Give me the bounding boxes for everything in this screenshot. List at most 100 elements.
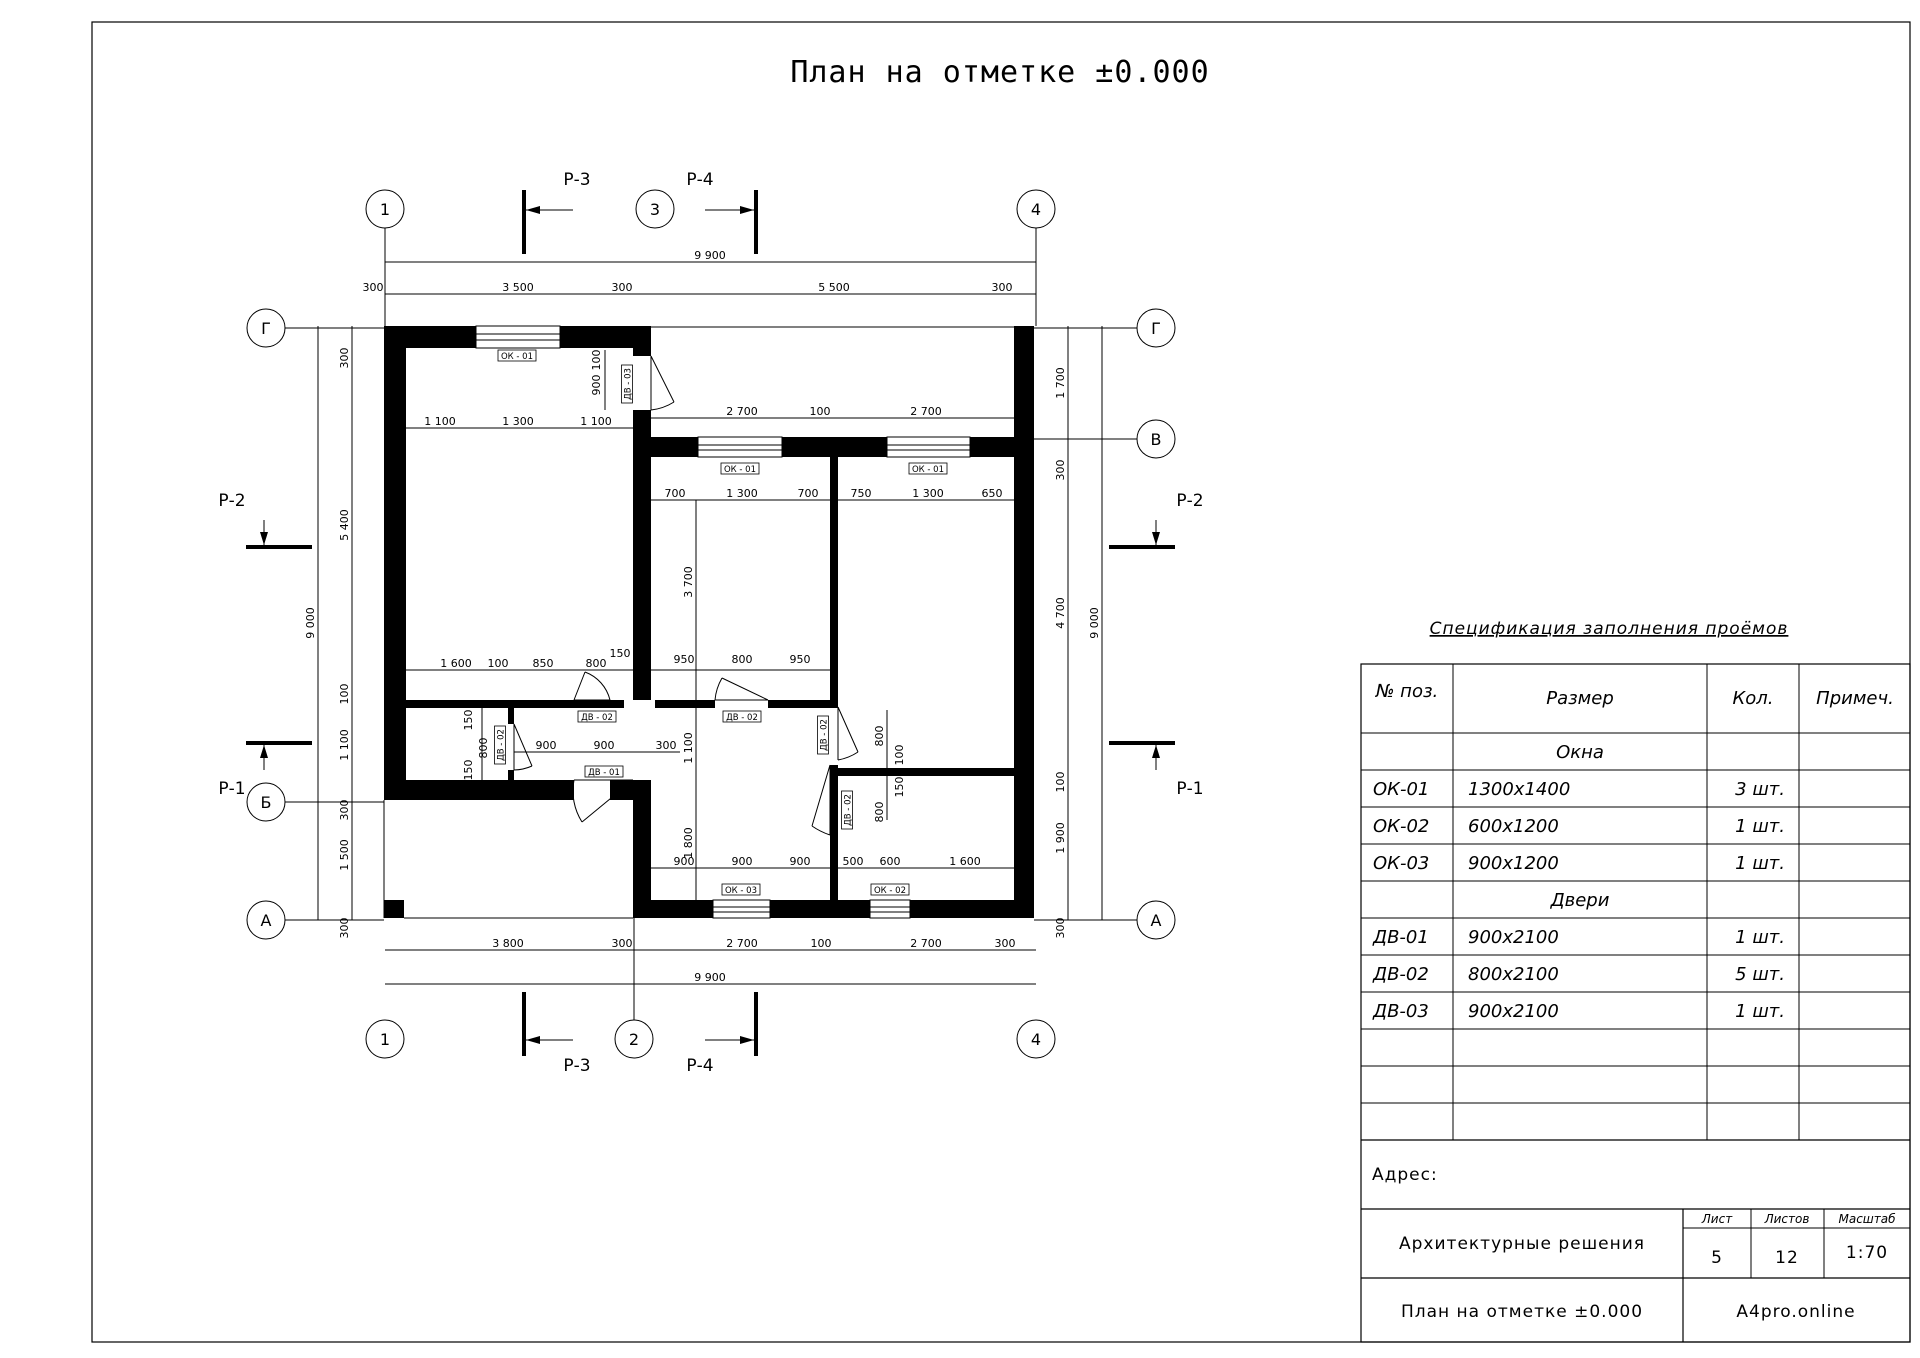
dim-label: 1 300: [912, 487, 944, 500]
axis-label: 1: [380, 200, 390, 219]
tag-dv02: ДВ - 02: [497, 729, 507, 761]
spec-qty: 1 шт.: [1735, 1001, 1785, 1022]
dim-label: 300: [338, 348, 351, 369]
tag-ok02: ОК - 02: [874, 886, 906, 896]
dim-label: 1 500: [338, 839, 351, 871]
dim-label: 1 100: [580, 415, 612, 428]
spec-size: 900х2100: [1468, 1001, 1559, 1022]
tag-ok01: ОК - 01: [724, 465, 756, 475]
spec-size: 800х2100: [1468, 964, 1559, 985]
section-label-p1: Р-1: [218, 779, 245, 799]
outline-lines: [383, 326, 1014, 919]
spec-group-windows: Окна: [1556, 742, 1604, 763]
spec-pos: ДВ-01: [1372, 927, 1429, 948]
door-swing: [572, 779, 634, 823]
dim-label: 600: [880, 855, 901, 868]
dim-label: 9 000: [304, 607, 317, 639]
dim-label: 900: [790, 855, 811, 868]
section-label-p4: Р-4: [686, 1056, 713, 1076]
spec-size: 900х1200: [1468, 853, 1559, 874]
dim-label: 900: [590, 375, 603, 396]
partition: [508, 770, 514, 784]
dim-label: 1 700: [1054, 367, 1067, 399]
tag-dv03: ДВ - 03: [624, 368, 634, 400]
axis-markers: 1 3 4 1 2 4 Г Б А Г В А: [246, 189, 1176, 1059]
tag-ok03: ОК - 03: [725, 886, 757, 896]
dim-label: 100: [488, 657, 509, 670]
dim-label: 800: [732, 653, 753, 666]
dim-label: 700: [798, 487, 819, 500]
axis-circle: [635, 189, 675, 229]
dim-label: 900: [732, 855, 753, 868]
wall: [910, 900, 1034, 918]
wall: [384, 326, 476, 348]
dim-label: 850: [533, 657, 554, 670]
partition: [406, 700, 624, 708]
dim-label: 100: [810, 405, 831, 418]
window-ok01: [886, 436, 971, 458]
opening-tags: ОК - 01 ОК - 01 ОК - 01 ОК - 03 ОК - 02 …: [494, 349, 948, 896]
spec-size: 900х2100: [1468, 927, 1559, 948]
window-ok01: [475, 325, 561, 349]
dim-label: 300: [612, 281, 633, 294]
dim-label: 650: [982, 487, 1003, 500]
tag-dv02: ДВ - 02: [844, 794, 854, 826]
wall: [1014, 326, 1034, 918]
dim-label: 700: [665, 487, 686, 500]
dim-label: 100: [893, 745, 906, 766]
door-swing: [513, 723, 533, 771]
wall: [633, 780, 651, 918]
wall: [970, 437, 1034, 457]
spec-pos: ОК-02: [1373, 816, 1429, 837]
dim-label: 300: [1054, 460, 1067, 481]
door-swing: [837, 706, 859, 761]
partition: [830, 437, 838, 707]
spec-qty: 3 шт.: [1735, 779, 1785, 800]
axis-label: Г: [261, 319, 271, 338]
dim-label: 4 700: [1054, 597, 1067, 629]
dim-label: 1 300: [502, 415, 534, 428]
spec-pos: ДВ-03: [1372, 1001, 1429, 1022]
window-ok02: [869, 899, 911, 919]
wall: [384, 780, 574, 800]
dim-label: 1 100: [338, 729, 351, 761]
tag-dv02: ДВ - 02: [581, 713, 613, 723]
section-label-p2: Р-2: [218, 491, 245, 511]
axis-label: 3: [650, 200, 660, 219]
axis-label: Г: [1151, 319, 1161, 338]
dim-label: 300: [612, 937, 633, 950]
dim-label: 300: [338, 918, 351, 939]
tag-dv02: ДВ - 02: [726, 713, 758, 723]
spec-header-qty: Кол.: [1732, 688, 1773, 709]
dim-label: 150: [893, 777, 906, 798]
spec-pos: ДВ-02: [1372, 964, 1429, 985]
section-marks: Р-3 Р-4 Р-3 Р-4 Р-2 Р-2 Р-1 Р-1: [218, 170, 1203, 1076]
dim-label: 2 700: [910, 937, 942, 950]
dim-label: 800: [586, 657, 607, 670]
dim-label: 2 700: [910, 405, 942, 418]
wall: [560, 326, 635, 348]
spec-header-pos-line: № поз.: [1375, 681, 1439, 702]
tag-dv02: ДВ - 02: [820, 719, 830, 751]
dim-label: 900: [674, 855, 695, 868]
doors: [513, 355, 859, 836]
window-ok03: [712, 899, 771, 919]
section-label-p4: Р-4: [686, 170, 713, 190]
dim-label: 9 900: [694, 249, 726, 262]
dim-label: 9 000: [1088, 607, 1101, 639]
spec-group-doors: Двери: [1550, 890, 1610, 911]
dim-label: 150: [462, 710, 475, 731]
dim-label: 750: [851, 487, 872, 500]
dim-label: 1 900: [1054, 822, 1067, 854]
dim-label: 300: [992, 281, 1013, 294]
partition: [768, 700, 838, 708]
spec-size: 1300х1400: [1468, 779, 1570, 800]
spec-pos: ОК-03: [1373, 853, 1429, 874]
dim-label: 900: [594, 739, 615, 752]
dim-label: 900: [536, 739, 557, 752]
axis-label: А: [1151, 911, 1162, 930]
drawing-title: План на отметке ±0.000: [790, 55, 1209, 90]
dim-label: 9 900: [694, 971, 726, 984]
axis-label: А: [261, 911, 272, 930]
axis-label: 2: [629, 1030, 639, 1049]
